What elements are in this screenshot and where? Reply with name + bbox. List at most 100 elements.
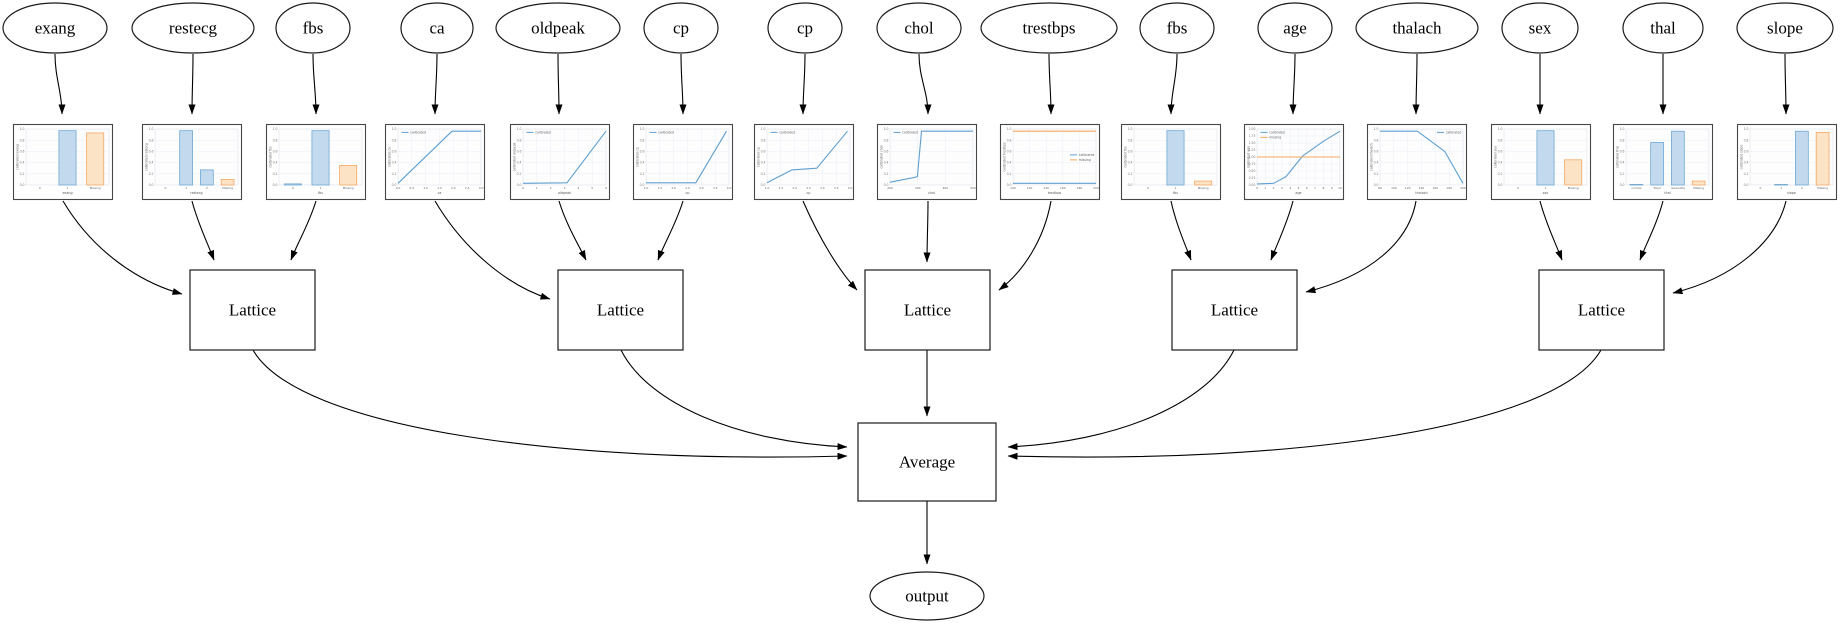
x-tick-label: 500 (970, 186, 976, 190)
lattice-node-4: Lattice (1171, 269, 1298, 351)
edge-calibrator-restecg-to-lattice1 (191, 200, 215, 261)
edge-trestbps-to-calibrator (1047, 53, 1055, 115)
x-tick-label: 0.0 (396, 186, 401, 190)
lattice-label: Lattice (1211, 301, 1258, 320)
series-line-calibrated (766, 130, 848, 184)
x-tick-label: 4.0 (727, 186, 732, 190)
y-tick-label: 0.6 (640, 150, 645, 154)
plot-area (1012, 128, 1097, 186)
average-label: Average (899, 453, 955, 472)
feature-node-trestbps: trestbps (980, 2, 1118, 54)
feature-ellipse (876, 2, 962, 54)
feature-label: cp (797, 19, 813, 38)
x-tick-label: 0 (1517, 186, 1519, 190)
y-tick-label: 0.0 (640, 183, 645, 187)
x-tick-label: 4.0 (848, 186, 853, 190)
y-tick-label: 0.4 (1374, 161, 1379, 165)
lattice-box (1171, 269, 1298, 351)
x-tick-label: fixed (1654, 186, 1661, 190)
series-line-calibrated (1256, 130, 1341, 185)
y-tick-label: 0.2 (20, 172, 25, 176)
y-tick-label: 0.8 (884, 138, 889, 142)
feature-label: oldpeak (531, 19, 585, 38)
x-tick-label: 0.5 (410, 186, 415, 190)
x-axis-label: age (1295, 191, 1301, 195)
x-tick-label: 1 (1545, 186, 1547, 190)
y-tick-label: 0.6 (1007, 150, 1012, 154)
y-tick-label: 0.0 (517, 183, 522, 187)
x-tick-label: 5 (591, 186, 593, 190)
average-box (857, 422, 997, 502)
feature-label: restecg (169, 19, 218, 38)
legend-label-missing: missing (1269, 136, 1281, 140)
edge-cp2-to-calibrator (799, 53, 807, 115)
y-tick-label: 1.0 (640, 127, 645, 131)
x-tick-label: 2.0 (792, 186, 797, 190)
bar-reversible (1671, 130, 1685, 186)
x-tick-label: 2 (550, 186, 552, 190)
x-axis-label: fbs (318, 191, 323, 195)
edge-calibrator-chol-to-lattice3 (923, 200, 931, 263)
x-tick-label: Missing (343, 186, 354, 190)
x-axis-label: sex (1543, 191, 1549, 195)
y-tick-label: 0.6 (884, 150, 889, 154)
y-tick-label: 0.2 (884, 172, 889, 176)
lattice-nodes: Lattice Lattice Lattice Lattice Lattice (189, 269, 1665, 351)
y-tick-label: 1.0 (517, 127, 522, 131)
feature-ellipse (980, 2, 1118, 54)
bar-1 (1536, 130, 1555, 186)
y-tick-label: 0.4 (1128, 161, 1133, 165)
x-tick-label: Missing (1568, 186, 1579, 190)
y-tick-label: 0.0 (1007, 183, 1012, 187)
y-axis-label: calibrated cp (636, 147, 640, 167)
y-tick-label: 0.4 (149, 161, 154, 165)
edge-fbs-to-calibrator (312, 53, 320, 115)
lattice-label: Lattice (229, 301, 276, 320)
x-tick-label: 0 (292, 186, 294, 190)
feature-node-oldpeak: oldpeak (495, 2, 621, 54)
x-tick-label: 5 (1298, 186, 1300, 190)
y-tick-label: 0.4 (1620, 161, 1625, 165)
x-tick-label: 3.5 (713, 186, 718, 190)
edge-fbs2-to-calibrator (1167, 53, 1178, 115)
feature-ellipse (643, 2, 719, 54)
y-tick-label: 0.0 (1374, 183, 1379, 187)
y-tick-label: 0.2 (761, 172, 766, 176)
feature-label: age (1283, 19, 1307, 38)
y-tick-label: 1.0 (1007, 127, 1012, 131)
y-tick-label: 0.0 (1744, 183, 1749, 187)
y-tick-label: 1.0 (20, 127, 25, 131)
y-tick-label: 0.8 (1007, 138, 1012, 142)
y-tick-label: 0.8 (517, 138, 522, 142)
feature-node-restecg: restecg (131, 2, 255, 54)
x-tick-label: 100 (1010, 186, 1016, 190)
y-tick-label: 0.8 (149, 138, 154, 142)
y-tick-label: 0.2 (640, 172, 645, 176)
bar-1 (1166, 130, 1185, 186)
y-tick-label: 1.0 (1128, 127, 1133, 131)
feature-node-slope: slope (1736, 2, 1834, 54)
y-axis-label: calibrated ca (388, 147, 392, 167)
y-tick-label: 0.6 (1128, 150, 1133, 154)
bar-Missing (1815, 131, 1830, 186)
feature-label: slope (1767, 19, 1803, 38)
feature-ellipse (1355, 2, 1479, 54)
feature-nodes: exang restecg fbs ca oldpeak cp cp chol (2, 2, 1834, 54)
x-axis-label: cp (807, 191, 811, 195)
feature-node-ca: ca (400, 2, 474, 54)
bar-Missing (1194, 180, 1213, 186)
y-axis-label: calibrated restecg (145, 143, 149, 171)
bar-Missing (1691, 180, 1706, 186)
x-axis-label: fbs (1173, 191, 1178, 195)
bar-fixed (1650, 142, 1664, 186)
y-tick-label: 0.6 (517, 150, 522, 154)
feature-label: thal (1650, 19, 1676, 38)
y-tick-label: 1.75 (1249, 134, 1256, 138)
x-tick-label: 6 (1306, 186, 1308, 190)
x-tick-label: Missing (1817, 186, 1828, 190)
edge-calibrator-sex-to-lattice5 (1539, 200, 1563, 261)
